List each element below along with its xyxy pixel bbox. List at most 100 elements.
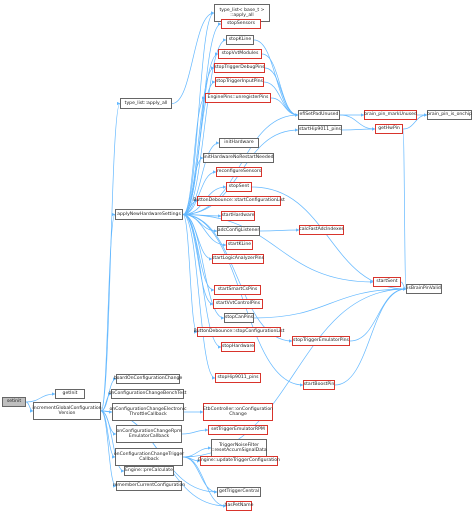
node-starthip[interactable]: startHip9011_pins (298, 125, 342, 135)
node-label: stopVvtModules (221, 51, 259, 57)
node-startkline[interactable]: startKLine (226, 240, 253, 250)
edge-starthip-gethwpin (341, 127, 376, 131)
node-startlogic[interactable]: startLogicAnalyzerPins (212, 254, 264, 264)
edge-applyhw-stopmp (182, 214, 216, 380)
node-gettrig[interactable]: getTriggerCentral (217, 487, 261, 497)
node-label: brain_pin_markUnused (364, 112, 417, 118)
node-stoptriginput[interactable]: stopTriggerInputPins (215, 77, 264, 87)
node-calcadc[interactable]: calcFastAdcIndexes (299, 225, 344, 235)
node-label: startVvtControlPins (215, 301, 261, 307)
node-typelist[interactable]: type_list::apply_all (120, 98, 172, 109)
node-label: brain_pin_is_onchip (427, 112, 472, 118)
node-precalc[interactable]: Engine::preCalculate (124, 466, 174, 476)
node-label: EnginePins::unregisterPins (207, 95, 269, 101)
node-stopvvt[interactable]: stopVvtModules (218, 49, 262, 59)
node-btnstop[interactable]: ButtonDebounce::stopConfigurationList (194, 327, 284, 337)
edge-startboost-isbrainpin (334, 287, 407, 386)
node-label: TriggerNoiseFilter ::resetAccumSignalDat… (211, 442, 267, 453)
node-label: startSent (376, 279, 398, 285)
node-stoptrigsim[interactable]: stopTriggerEmulatorPins (292, 336, 350, 346)
node-unregister[interactable]: EnginePins::unregisterPins (205, 93, 271, 103)
node-stopklines[interactable]: stopKLine (226, 35, 254, 45)
node-onconfbench[interactable]: onConfigurationChangeBenchTest (108, 389, 187, 399)
node-gethwpin[interactable]: getHwPin (375, 124, 403, 134)
node-startsent[interactable]: startSent (373, 277, 401, 287)
edge-stopcan-isbrainpin (253, 287, 407, 319)
node-btnstart[interactable]: ButtonDebounce::startConfigurationList (193, 196, 285, 206)
node-label: setTriggerEmulatorRPM (211, 427, 265, 433)
node-label: getTriggerCentral (218, 489, 260, 495)
node-stopcan[interactable]: stopCanPins (224, 313, 254, 323)
node-stoptrigdebug[interactable]: stopTriggerDebugPins (214, 63, 265, 73)
node-label: adcConfigListener (217, 228, 260, 234)
node-label: startLogicAnalyzerPins (212, 256, 264, 262)
edge-applyhw-reconf (182, 170, 217, 215)
edge-onconfrpm-setrpm (181, 428, 209, 435)
edge-applyhw-stopklines (182, 38, 227, 215)
edge-adclisten-calcadc (259, 228, 300, 232)
node-trignoise[interactable]: TriggerNoiseFilter ::resetAccumSignalDat… (211, 439, 267, 457)
node-label: stopTriggerEmulatorPins (293, 338, 349, 344)
node-setrpm[interactable]: setTriggerEmulatorRPM (208, 425, 268, 435)
edge-applyhw-efisetpad (182, 113, 299, 215)
node-label: startHip9011_pins (299, 127, 341, 133)
node-label: stopSensors (226, 21, 256, 27)
node-label: boardOnConfigurationChange (113, 376, 183, 382)
node-isbrainpin[interactable]: isBrainPinValid (406, 284, 442, 294)
node-applyhw[interactable]: applyNewHardwareSettings (115, 209, 183, 220)
node-startsmart[interactable]: startSmartCsPins (214, 285, 261, 295)
node-remember[interactable]: rememberCurrentConfiguration (112, 481, 186, 491)
node-onconftrig[interactable]: onConfigurationChangeTrigger Callback (114, 448, 184, 466)
node-engupdate[interactable]: Engine::updateTriggerConfiguration (198, 456, 280, 466)
node-etbctrl[interactable]: EtbController::onConfiguration Change (203, 403, 273, 421)
node-efisetpad[interactable]: efiSetPadUnused (298, 110, 340, 120)
node-label: stopTriggerInputPins (216, 79, 263, 85)
node-label: EtbController::onConfiguration Change (202, 406, 274, 417)
node-stopsensors[interactable]: stopSensors (221, 19, 261, 29)
edge-applyhw-startsmart (182, 214, 215, 292)
node-brainisonchip[interactable]: brain_pin_is_onchip (427, 110, 472, 120)
edge-applyhw-btnstop (182, 214, 198, 334)
node-brainunmark[interactable]: brain_pin_markUnused (364, 110, 417, 120)
edge-applyhw-inithw (182, 141, 220, 215)
node-label: getInit (62, 391, 78, 397)
edge-incr-applyhw (100, 212, 116, 412)
node-haspetname[interactable]: hasPetName (225, 501, 253, 511)
edge-typelist-typelistbase (171, 11, 215, 104)
node-label: startHardware (221, 213, 255, 219)
edge-unregister-efisetpad (270, 97, 299, 117)
node-label: initHardwareNoRestartNeeded (203, 155, 274, 161)
node-stopmp[interactable]: stopHip9011_pins (215, 373, 261, 383)
edge-efisetpad-gethwpin (339, 114, 376, 131)
node-label: ButtonDebounce::startConfigurationList (193, 198, 285, 204)
edge-gethwpin-brainisonchip (402, 113, 428, 130)
edge-gethwpin-isbrainpin (402, 128, 407, 291)
node-root[interactable]: setinit (2, 397, 26, 407)
edge-stoptrigdebug-efisetpad (264, 67, 299, 117)
node-label: efiSetPadUnused (299, 112, 339, 118)
node-getinit[interactable]: getInit (55, 389, 85, 399)
node-label: stopCanPins (224, 315, 254, 321)
node-incr[interactable]: incrementGlobalConfiguration Version (32, 402, 102, 420)
node-label: setinit (6, 399, 22, 405)
node-label: stopTriggerDebugPins (214, 65, 265, 71)
node-stopspi[interactable]: stopSent (226, 182, 252, 192)
node-initnoreset[interactable]: initHardwareNoRestartNeeded (203, 153, 274, 163)
node-startboost[interactable]: startBoostPin (303, 380, 335, 390)
node-starthw[interactable]: startHardware (221, 211, 255, 221)
node-label: stopSent (228, 184, 250, 190)
node-board[interactable]: boardOnConfigurationChange (113, 374, 183, 384)
node-inithw[interactable]: initHardware (219, 138, 259, 148)
node-stophw[interactable]: stopHardware (221, 342, 255, 352)
node-adclisten[interactable]: adcConfigListener (217, 226, 260, 236)
node-onconfrpm[interactable]: onConfigurationChangeRpm EmulatorCallbac… (116, 425, 182, 443)
node-label: rememberCurrentConfiguration (112, 483, 186, 489)
node-startvvt[interactable]: startVvtControlPins (213, 299, 263, 309)
edge-stopvvt-efisetpad (261, 53, 299, 117)
node-reconf[interactable]: reconfigureSensors (216, 167, 262, 177)
node-label: onConfigurationChangeBenchTest (108, 391, 187, 397)
edge-root-incr (25, 401, 34, 413)
node-label: startBoostPin (303, 382, 335, 388)
node-label: Engine::preCalculate (125, 468, 173, 474)
node-onconfetb[interactable]: onConfigurationChangeElectronic Throttle… (109, 403, 187, 421)
